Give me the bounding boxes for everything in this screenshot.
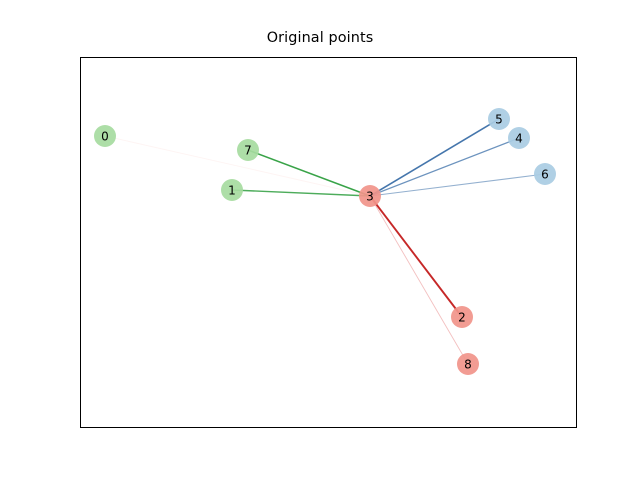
graph-node-marker-8[interactable] xyxy=(457,353,479,375)
graph-node-0[interactable]: 0 xyxy=(94,125,116,147)
graph-node-5[interactable]: 5 xyxy=(488,108,510,130)
graph-node-marker-7[interactable] xyxy=(237,139,259,161)
graph-node-8[interactable]: 8 xyxy=(457,353,479,375)
graph-node-marker-0[interactable] xyxy=(94,125,116,147)
graph-node-1[interactable]: 1 xyxy=(221,179,243,201)
graph-edge-3-0 xyxy=(104,135,371,197)
graph-edge-3-2 xyxy=(369,195,463,318)
graph-nodes-layer: 0 7 1 3 546 2 8 xyxy=(94,108,556,375)
graph-edges-layer xyxy=(104,118,546,365)
graph-node-marker-6[interactable] xyxy=(534,163,556,185)
page-title: Original points xyxy=(266,30,374,46)
graph-edge-3-8 xyxy=(369,195,469,365)
graph-node-2[interactable]: 2 xyxy=(451,306,473,328)
graph-node-marker-1[interactable] xyxy=(221,179,243,201)
graph-node-marker-4[interactable] xyxy=(508,127,530,149)
graph-node-7[interactable]: 7 xyxy=(237,139,259,161)
graph-edge-3-7 xyxy=(247,149,371,197)
graph-node-3[interactable]: 3 xyxy=(359,185,381,207)
graph-edge-3-4 xyxy=(369,137,520,197)
graph-node-6[interactable]: 6 xyxy=(534,163,556,185)
graph-edge-3-6 xyxy=(369,173,546,197)
graph-node-4[interactable]: 4 xyxy=(508,127,530,149)
graph-node-marker-3[interactable] xyxy=(359,185,381,207)
graph-edge-3-1 xyxy=(231,189,371,197)
graph-node-marker-2[interactable] xyxy=(451,306,473,328)
graph-edge-3-5 xyxy=(369,118,500,197)
graph-node-marker-5[interactable] xyxy=(488,108,510,130)
